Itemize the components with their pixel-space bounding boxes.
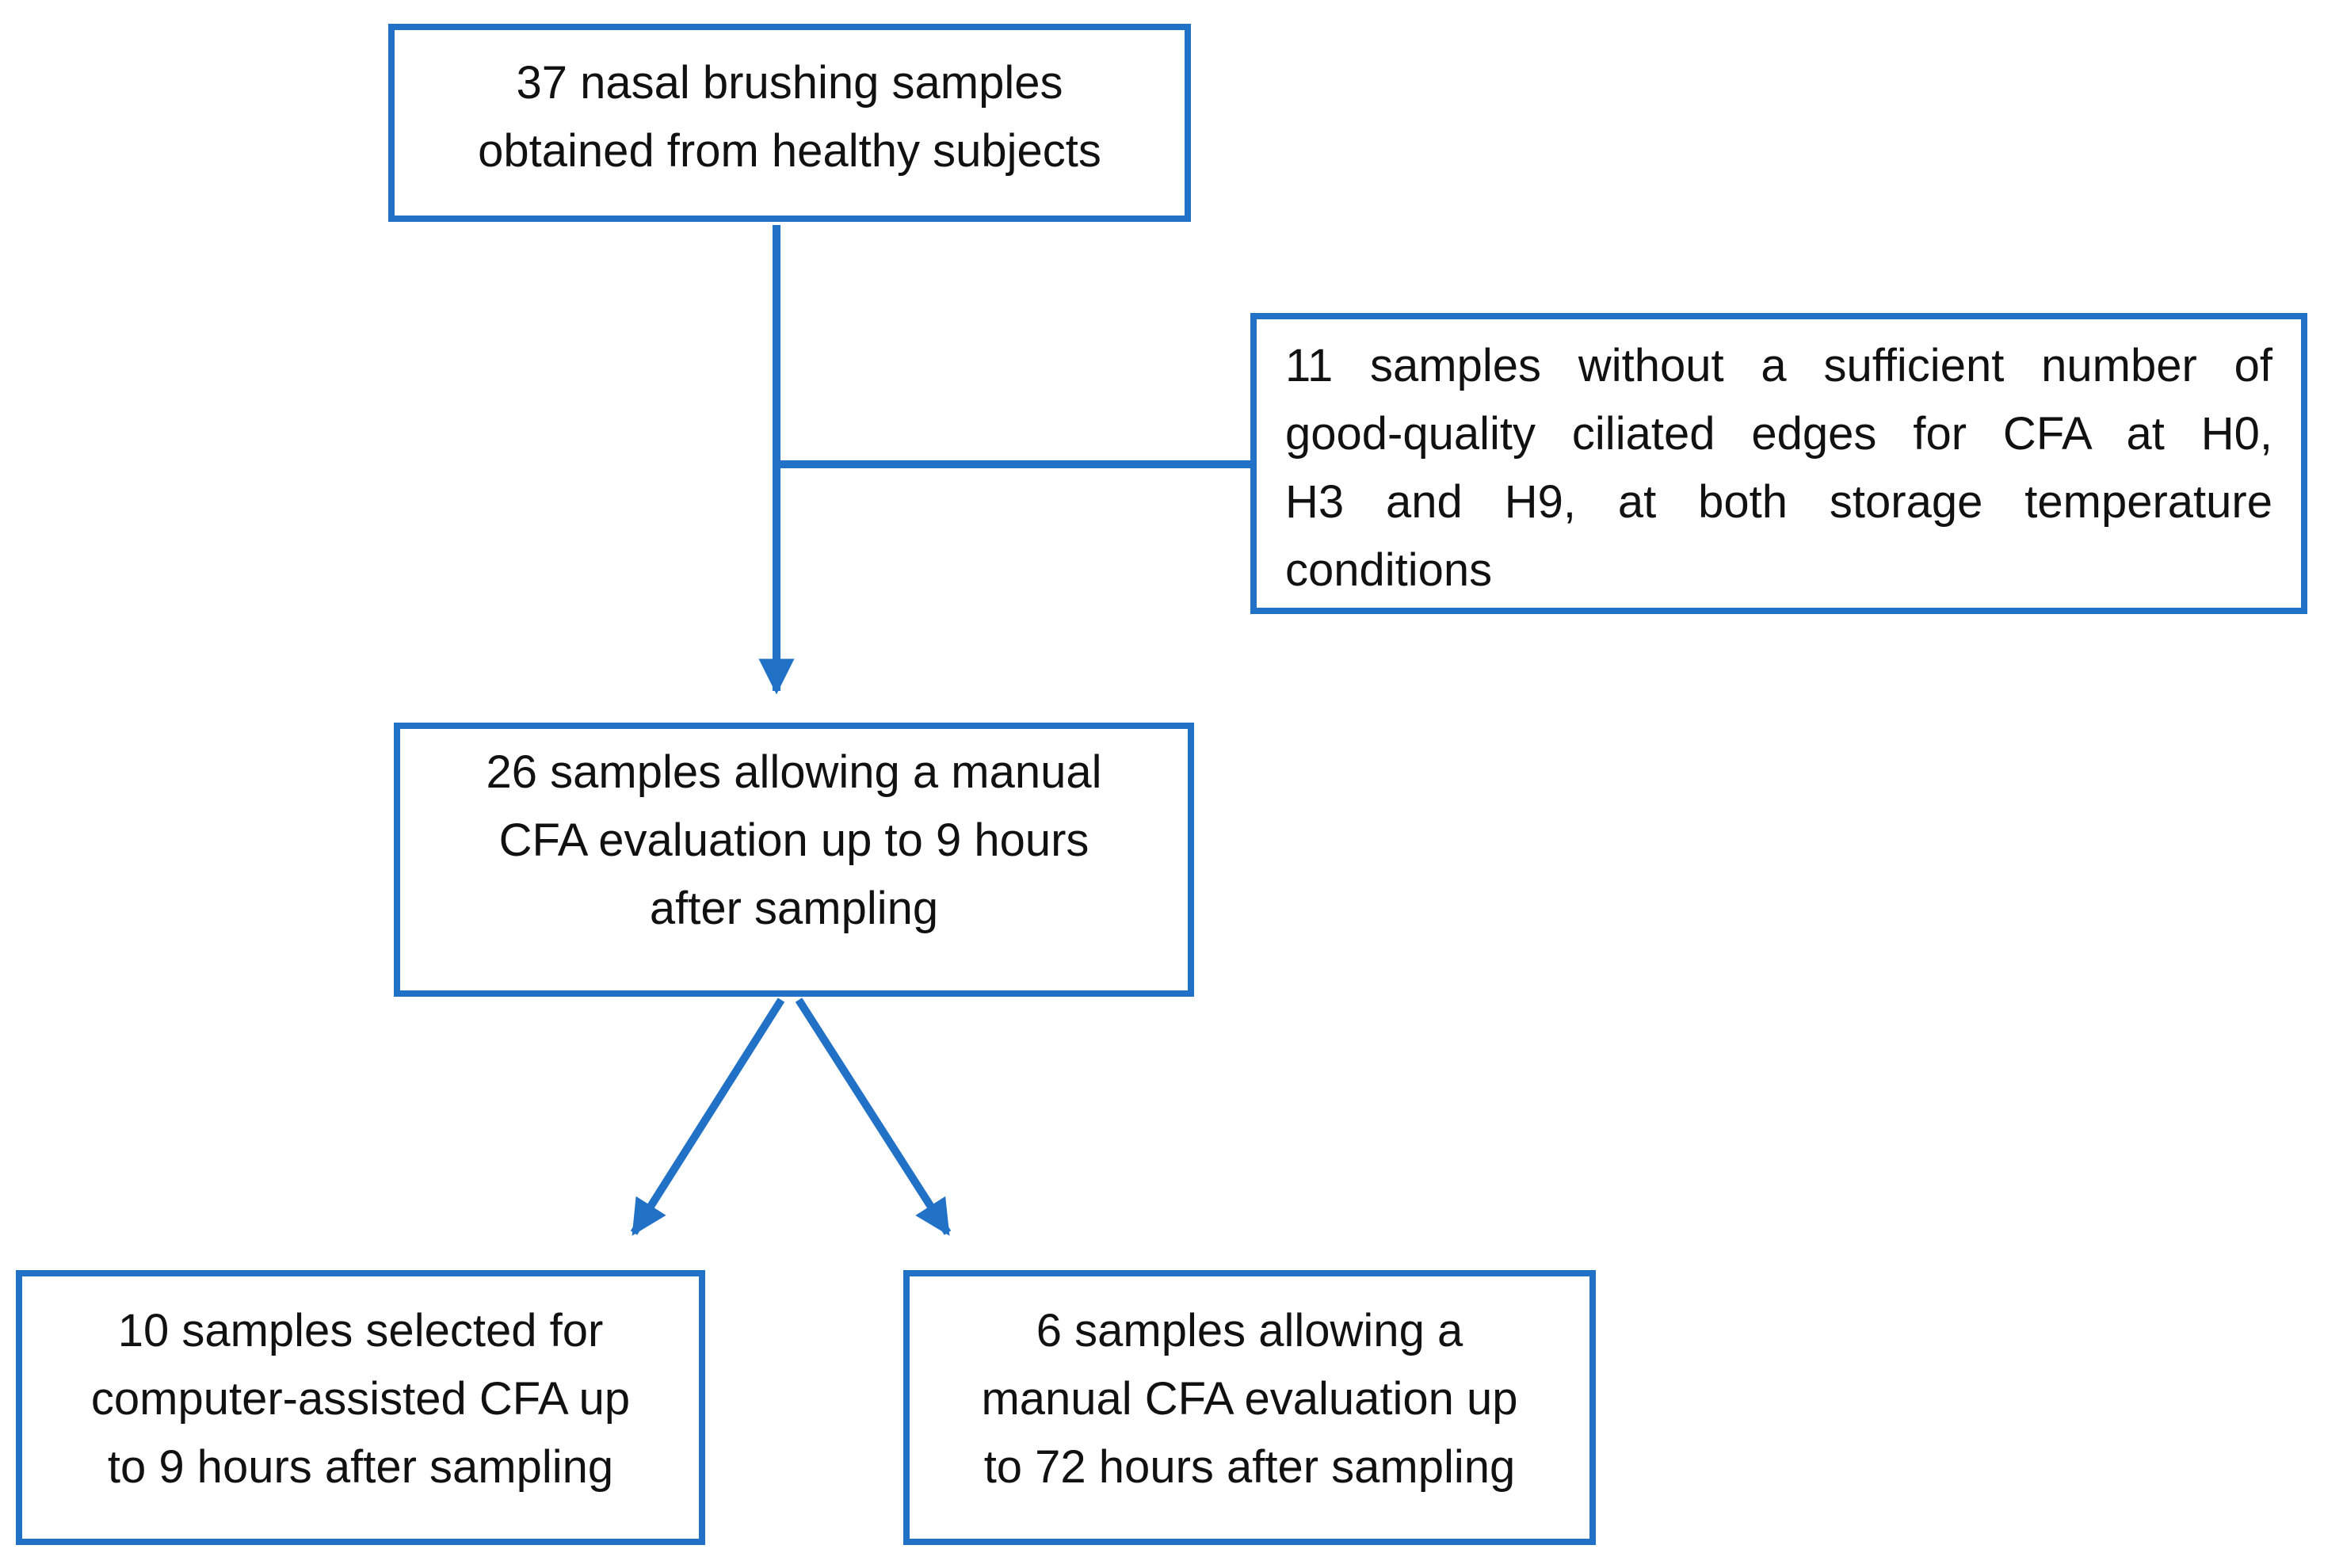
box-source-samples: 37 nasal brushing samples obtained from h… <box>388 24 1191 222</box>
text-line: to 72 hours after sampling <box>983 1441 1516 1493</box>
text-line: CFA evaluation up to 9 hours <box>498 815 1089 866</box>
text-line: H3 and H9, at both storage temperature <box>1285 476 2272 528</box>
text-line: 37 nasal brushing samples <box>516 57 1063 109</box>
box-excluded-samples: 11 samples without a sufficient number o… <box>1250 313 2307 614</box>
text-line: 10 samples selected for <box>117 1305 604 1356</box>
text-line: to 9 hours after sampling <box>107 1441 614 1493</box>
text-line: 11 samples without a sufficient number o… <box>1285 340 2272 391</box>
text-line: after sampling <box>649 883 939 934</box>
text-line: 26 samples allowing a manual <box>486 746 1102 798</box>
text-line: 6 samples allowing a <box>1036 1305 1463 1356</box>
connector-manual9h-to-manual72h <box>795 998 952 1236</box>
box-manual-cfa-72h: 6 samples allowing a manual CFA evaluatio… <box>903 1270 1596 1545</box>
text-line: computer-assisted CFA up <box>90 1373 631 1425</box>
text-line: good-quality ciliated edges for CFA at H… <box>1285 408 2272 460</box>
connector-manual9h-to-computer9h <box>630 998 785 1236</box>
text-line: manual CFA evaluation up <box>981 1373 1518 1425</box>
box-computer-assisted-cfa-9h: 10 samples selected for computer-assisted… <box>16 1270 705 1545</box>
text-line: conditions <box>1285 544 1493 596</box>
text-line: obtained from healthy subjects <box>478 125 1101 177</box>
